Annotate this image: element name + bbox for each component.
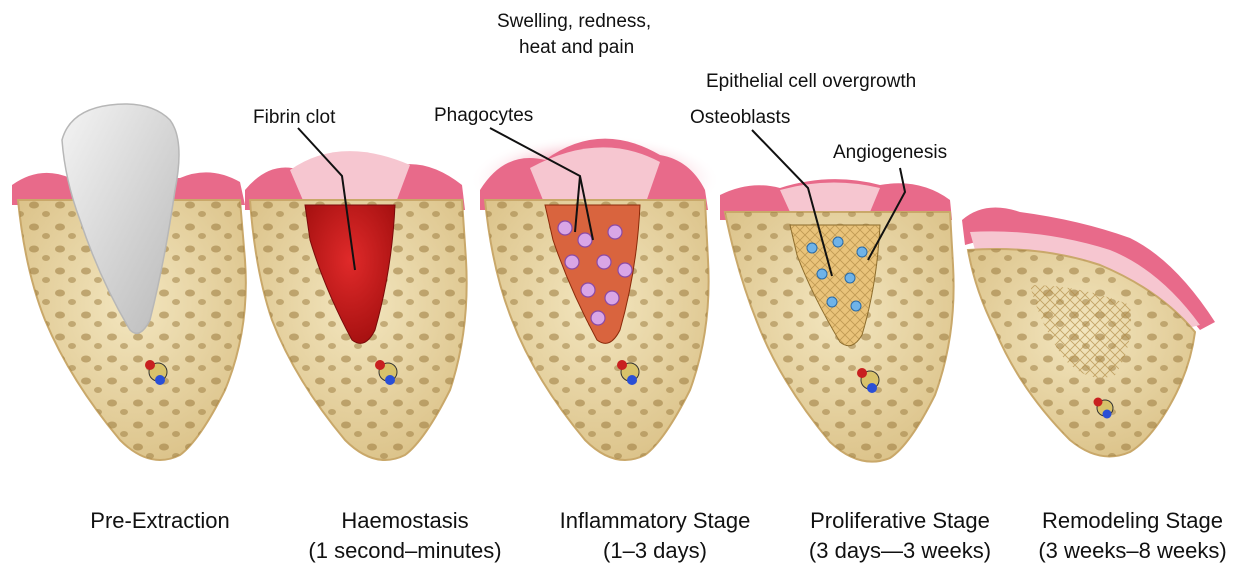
stage-haemostasis-illustration: [245, 151, 467, 460]
stage-pre-extraction-illustration: [12, 104, 246, 460]
stage-label-inflammatory: Inflammatory Stage: [535, 508, 775, 534]
stage-duration-proliferative: (3 days—3 weeks): [785, 538, 1015, 564]
stage-label-proliferative: Proliferative Stage: [785, 508, 1015, 534]
stage-duration-inflammatory: (1–3 days): [555, 538, 755, 564]
annotation-angiogenesis: Angiogenesis: [833, 141, 947, 165]
annotation-swelling-2: heat and pain: [519, 36, 634, 60]
annotation-fibrin-clot: Fibrin clot: [253, 106, 335, 130]
stage-duration-remodeling: (3 weeks–8 weeks): [1018, 538, 1247, 564]
stage-proliferative-illustration: [720, 179, 954, 461]
stage-remodeling-illustration: [962, 208, 1215, 457]
annotation-phagocytes: Phagocytes: [434, 104, 533, 128]
annotation-epithelial: Epithelial cell overgrowth: [706, 70, 916, 94]
stage-inflammatory-illustration: [470, 135, 720, 460]
stage-label-haemostasis: Haemostasis: [295, 508, 515, 534]
annotation-osteoblasts: Osteoblasts: [690, 106, 790, 130]
stage-label-pre-extraction: Pre-Extraction: [60, 508, 260, 534]
stage-duration-haemostasis: (1 second–minutes): [285, 538, 525, 564]
annotation-swelling: Swelling, redness,: [497, 10, 651, 34]
stage-label-remodeling: Remodeling Stage: [1020, 508, 1245, 534]
